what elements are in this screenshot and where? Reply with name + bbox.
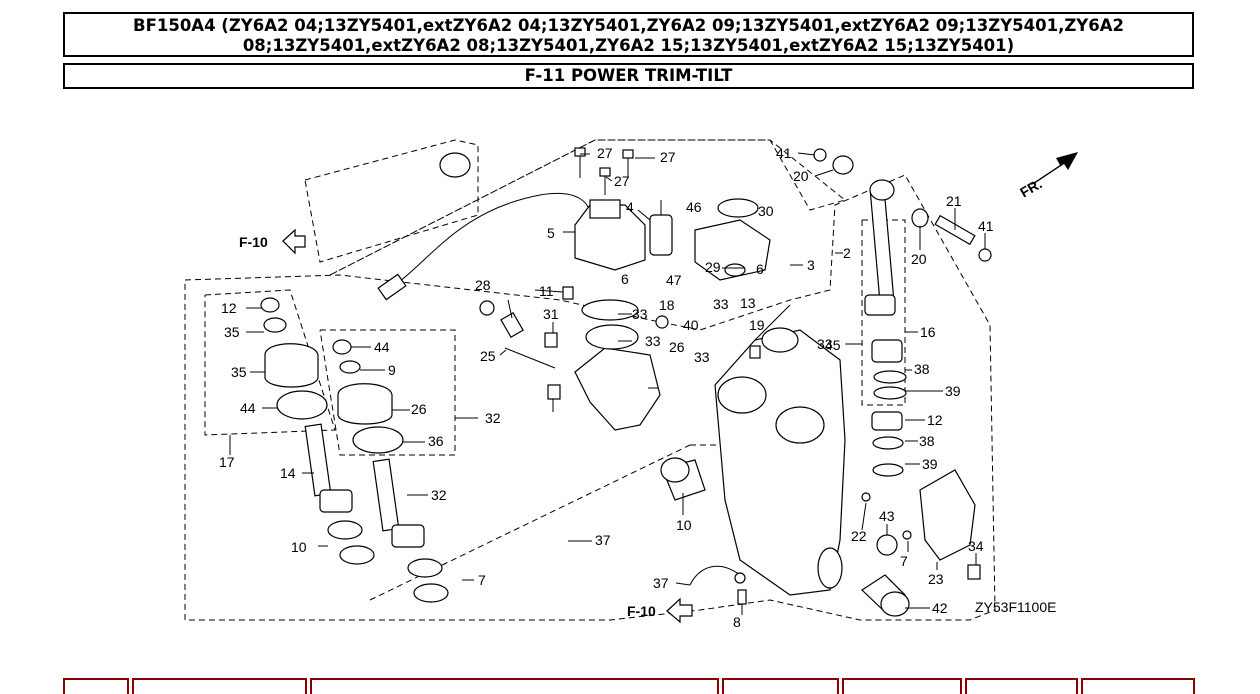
callout-34: 34 — [968, 538, 984, 554]
trim-motor-part — [574, 199, 646, 271]
svg-text:F-10: F-10 — [239, 234, 268, 250]
callout-6: 6 — [756, 261, 764, 277]
model-title: BF150A4 (ZY6A2 04;13ZY5401,extZY6A2 04;1… — [63, 12, 1194, 57]
group-outline-45 — [861, 219, 906, 406]
callout-21: 21 — [946, 193, 962, 209]
callout-33: 33 — [694, 349, 710, 365]
cylinder-caps — [260, 297, 404, 454]
callout-12: 12 — [221, 300, 237, 316]
valve-parts — [479, 286, 761, 400]
svg-text:F-10: F-10 — [627, 603, 656, 619]
callout-38: 38 — [914, 361, 930, 377]
callout-19: 19 — [749, 317, 765, 333]
callout-26: 26 — [669, 339, 685, 355]
callout-36: 36 — [428, 433, 444, 449]
callout-37: 37 — [653, 575, 669, 591]
callout-43: 43 — [879, 508, 895, 524]
callout-8: 8 — [733, 614, 741, 630]
tilt-cylinder-rod — [864, 179, 907, 477]
armature-part — [649, 200, 673, 256]
callout-35: 35 — [224, 324, 240, 340]
callout-39: 39 — [945, 383, 961, 399]
callout-10: 10 — [291, 539, 307, 555]
group-outline-main — [184, 174, 996, 621]
callout-10: 10 — [676, 517, 692, 533]
callout-46: 46 — [686, 199, 702, 215]
callout-37: 37 — [595, 532, 611, 548]
callout-12: 12 — [927, 412, 943, 428]
group-outline-left — [204, 289, 336, 436]
callout-47: 47 — [666, 272, 682, 288]
callout-18: 18 — [659, 297, 675, 313]
callout-25: 25 — [480, 348, 496, 364]
callout-41: 41 — [978, 218, 994, 234]
pump-body-part — [574, 299, 661, 431]
callout-41: 41 — [776, 145, 792, 161]
main-housing-part — [714, 304, 846, 596]
callout-3: 3 — [807, 257, 815, 273]
group-outline-trim-unit — [329, 139, 847, 276]
callout-42: 42 — [932, 600, 948, 616]
callout-33: 33 — [817, 336, 833, 352]
leader-lines — [229, 152, 986, 615]
callout-38: 38 — [919, 433, 935, 449]
callout-32: 32 — [485, 410, 501, 426]
callout-28: 28 — [475, 277, 491, 293]
callout-29: 29 — [705, 259, 721, 275]
section-title: F-11 POWER TRIM-TILT — [63, 63, 1194, 89]
callout-35: 35 — [231, 364, 247, 380]
callout-23: 23 — [928, 571, 944, 587]
diagram-code: ZY53F1100E — [975, 599, 1056, 615]
callout-33: 33 — [645, 333, 661, 349]
callout-20: 20 — [911, 251, 927, 267]
cable-connector — [377, 273, 407, 301]
hose-part — [322, 152, 471, 244]
callout-11: 11 — [539, 283, 554, 299]
ref-f10-upper: F-10 — [239, 228, 306, 255]
ring-37-parts — [327, 520, 449, 603]
parts-table-header-strip — [63, 678, 1196, 694]
callout-2: 2 — [843, 245, 851, 261]
bolt-27-parts — [574, 147, 634, 195]
callout-16: 16 — [920, 324, 936, 340]
motor-endcover-part — [694, 198, 771, 281]
callout-4: 4 — [626, 199, 634, 215]
callout-40: 40 — [683, 317, 699, 333]
callout-26: 26 — [411, 401, 427, 417]
bushing-parts — [660, 457, 981, 617]
callout-30: 30 — [758, 203, 774, 219]
callout-44: 44 — [374, 339, 390, 355]
front-arrow: FR. — [1017, 152, 1078, 201]
callout-33: 33 — [713, 296, 729, 312]
callout-31: 31 — [543, 306, 559, 322]
callout-14: 14 — [280, 465, 296, 481]
collar-parts — [813, 148, 992, 262]
callout-20: 20 — [793, 168, 809, 184]
callout-32: 32 — [431, 487, 447, 503]
callout-6: 6 — [621, 271, 629, 287]
callout-13: 13 — [740, 295, 756, 311]
callout-7: 7 — [478, 572, 486, 588]
group-outline-44 — [319, 329, 456, 456]
callout-27: 27 — [660, 149, 676, 165]
group-outline-hose — [304, 139, 479, 263]
ref-f10-lower: F-10 — [627, 597, 693, 624]
callout-44: 44 — [240, 400, 256, 416]
callout-27: 27 — [614, 173, 630, 189]
callout-39: 39 — [922, 456, 938, 472]
callout-9: 9 — [388, 362, 396, 378]
callout-17: 17 — [219, 454, 235, 470]
callout-27: 27 — [597, 145, 613, 161]
callout-33: 33 — [632, 306, 648, 322]
ram-rods — [304, 423, 425, 548]
callout-5: 5 — [547, 225, 555, 241]
callout-7: 7 — [900, 553, 908, 569]
callout-22: 22 — [851, 528, 867, 544]
motor-cable — [394, 193, 591, 286]
callout-45: 45 — [825, 337, 841, 353]
ground-wire-part — [689, 565, 747, 605]
